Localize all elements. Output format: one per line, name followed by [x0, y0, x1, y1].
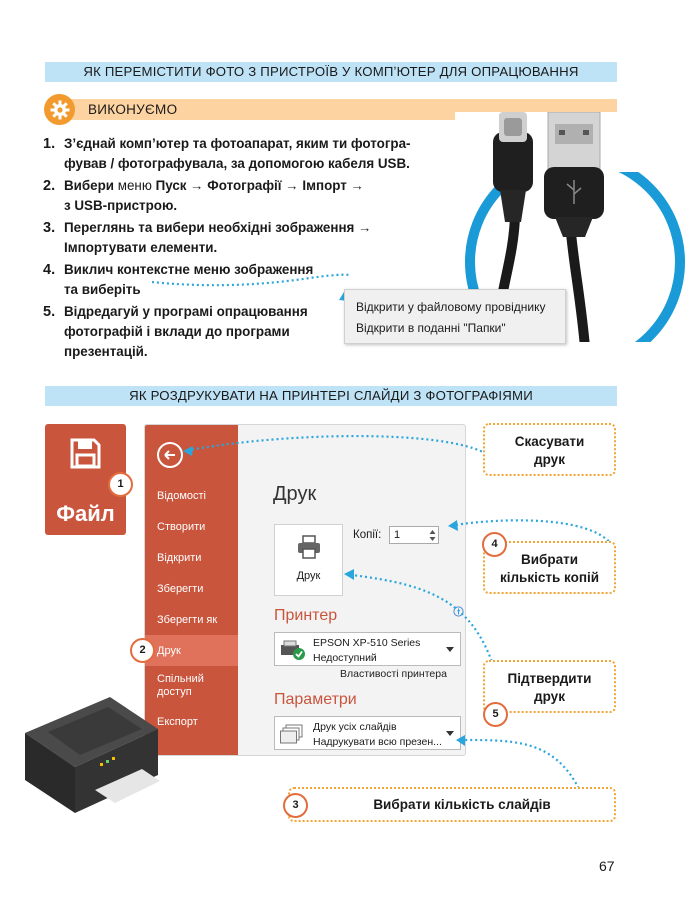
sidebar-item-share-2[interactable]: доступ [157, 686, 192, 698]
sidebar-item-info[interactable]: Відомості [157, 490, 206, 502]
callout-text: друк [534, 689, 565, 704]
printer-dropdown[interactable]: EPSON XP-510 Series Недоступний [274, 632, 461, 666]
callout-text: кількість копій [499, 570, 600, 585]
step-text: Імпортувати елементи. [64, 240, 218, 255]
print-panel: Відомості Створити Відкрити Зберегти Збе… [144, 424, 466, 756]
printer-name: EPSON XP-510 Series [313, 637, 421, 649]
info-icon[interactable] [453, 606, 464, 617]
spinner-icon[interactable] [429, 529, 436, 542]
save-icon [70, 438, 101, 469]
callout-text: Підтвердити [507, 671, 592, 686]
callout-text: Скасувати [514, 434, 585, 449]
sidebar-item-print[interactable]: Друк [157, 645, 181, 657]
step-4: 4. Виклич контекстне меню зображення та … [43, 260, 453, 300]
step-text: З’єднай комп’ютер та фотоапарат, яким ти… [64, 136, 411, 151]
callout-text: Вибрати [520, 552, 579, 567]
sidebar-item-share[interactable]: Спільний [157, 673, 204, 685]
step-text: з USB-пристрою. [64, 198, 178, 213]
printer-properties-link[interactable]: Властивості принтера [340, 668, 447, 680]
sidebar-item-open[interactable]: Відкрити [157, 552, 202, 564]
print-title: Друк [273, 483, 317, 505]
backstage-sidebar: Відомості Створити Відкрити Зберегти Збе… [145, 425, 238, 755]
context-menu-item-open-explorer[interactable]: Відкрити у файловому провіднику [356, 300, 546, 314]
printer-status: Недоступний [313, 652, 377, 664]
step-number: 1. [43, 136, 56, 152]
section-title-print: ЯК РОЗДРУКУВАТИ НА ПРИНТЕРІ СЛАЙДИ З ФОТ… [45, 386, 617, 406]
sidebar-item-new[interactable]: Створити [157, 521, 206, 533]
callout-confirm-print: Підтвердити друк [483, 660, 616, 713]
callout-cancel-print: Скасувати друк [483, 423, 616, 476]
copies-input[interactable]: 1 [389, 526, 439, 544]
copies-value: 1 [394, 529, 401, 541]
step-text: фував / фотографувала, за допомогою кабе… [64, 156, 410, 171]
step-1: 1. З’єднай комп’ютер та фотоапарат, яким… [43, 134, 453, 174]
callout-text: друк [534, 452, 565, 467]
print-button[interactable]: Друк [274, 524, 343, 596]
step-text: Переглянь та вибери необхідні зображення… [64, 220, 372, 235]
step-text: Відредагуй у програмі опрацювання [64, 304, 308, 319]
step-number: 2. [43, 178, 56, 194]
do-label: ВИКОНУЄМО [88, 102, 178, 117]
section-title-transfer: ЯК ПЕРЕМІСТИТИ ФОТО З ПРИСТРОЇВ У КОМПʼЮ… [45, 62, 617, 82]
gear-icon [44, 94, 75, 125]
file-label: Файл [56, 501, 115, 526]
steps-list: 1. З’єднай комп’ютер та фотоапарат, яким… [43, 134, 453, 362]
callout-slides: Вибрати кількість слайдів [288, 787, 616, 822]
chevron-down-icon [446, 731, 454, 736]
copies-label: Копії: [353, 529, 382, 541]
printer-status-icon [281, 640, 305, 660]
sidebar-item-print-active[interactable] [145, 635, 238, 666]
badge-5: 5 [483, 702, 508, 727]
params-line2: Надрукувати всю презен... [313, 736, 442, 748]
step-text: презентацій. [64, 344, 148, 359]
step-text: та виберіть [64, 282, 141, 297]
step-text: Пуск → Фотографії → Імпорт → [151, 178, 364, 193]
slides-dropdown[interactable]: Друк усіх слайдів Надрукувати всю презен… [274, 716, 461, 750]
printer-icon [298, 535, 320, 559]
step-number: 3. [43, 220, 56, 236]
sidebar-item-save[interactable]: Зберегти [157, 583, 204, 595]
step-2: 2. Вибери меню Пуск → Фотографії → Імпор… [43, 176, 453, 216]
sidebar-item-save-as[interactable]: Зберегти як [157, 614, 218, 626]
step-5: 5. Відредагуй у програмі опрацювання фот… [43, 302, 453, 362]
step-text: фотографій і вклади до програми [64, 324, 290, 339]
step-text: Вибери [64, 178, 118, 193]
params-heading: Параметри [274, 691, 357, 708]
badge-2: 2 [130, 638, 155, 663]
slides-icon [280, 724, 303, 744]
back-icon[interactable] [157, 442, 183, 468]
printer-heading: Принтер [274, 607, 338, 624]
badge-1: 1 [108, 472, 133, 497]
context-menu-item-open-folders[interactable]: Відкрити в поданні "Папки" [356, 321, 506, 335]
print-button-label: Друк [296, 570, 321, 582]
step-text: меню [117, 178, 152, 193]
sidebar-item-export[interactable]: Експорт [157, 716, 198, 728]
callout-copies: Вибрати кількість копій [483, 541, 616, 594]
params-line1: Друк усіх слайдів [313, 721, 397, 733]
page-number: 67 [599, 858, 615, 874]
badge-4: 4 [482, 532, 507, 557]
step-text: Виклич контекстне меню зображення [64, 262, 314, 277]
printer-illustration [25, 697, 160, 813]
step-number: 5. [43, 304, 56, 320]
chevron-down-icon [446, 647, 454, 652]
context-menu: Відкрити у файловому провіднику Відкрити… [344, 289, 566, 344]
badge-3: 3 [283, 793, 308, 818]
step-number: 4. [43, 262, 56, 278]
step-3: 3. Переглянь та вибери необхідні зображе… [43, 218, 453, 258]
